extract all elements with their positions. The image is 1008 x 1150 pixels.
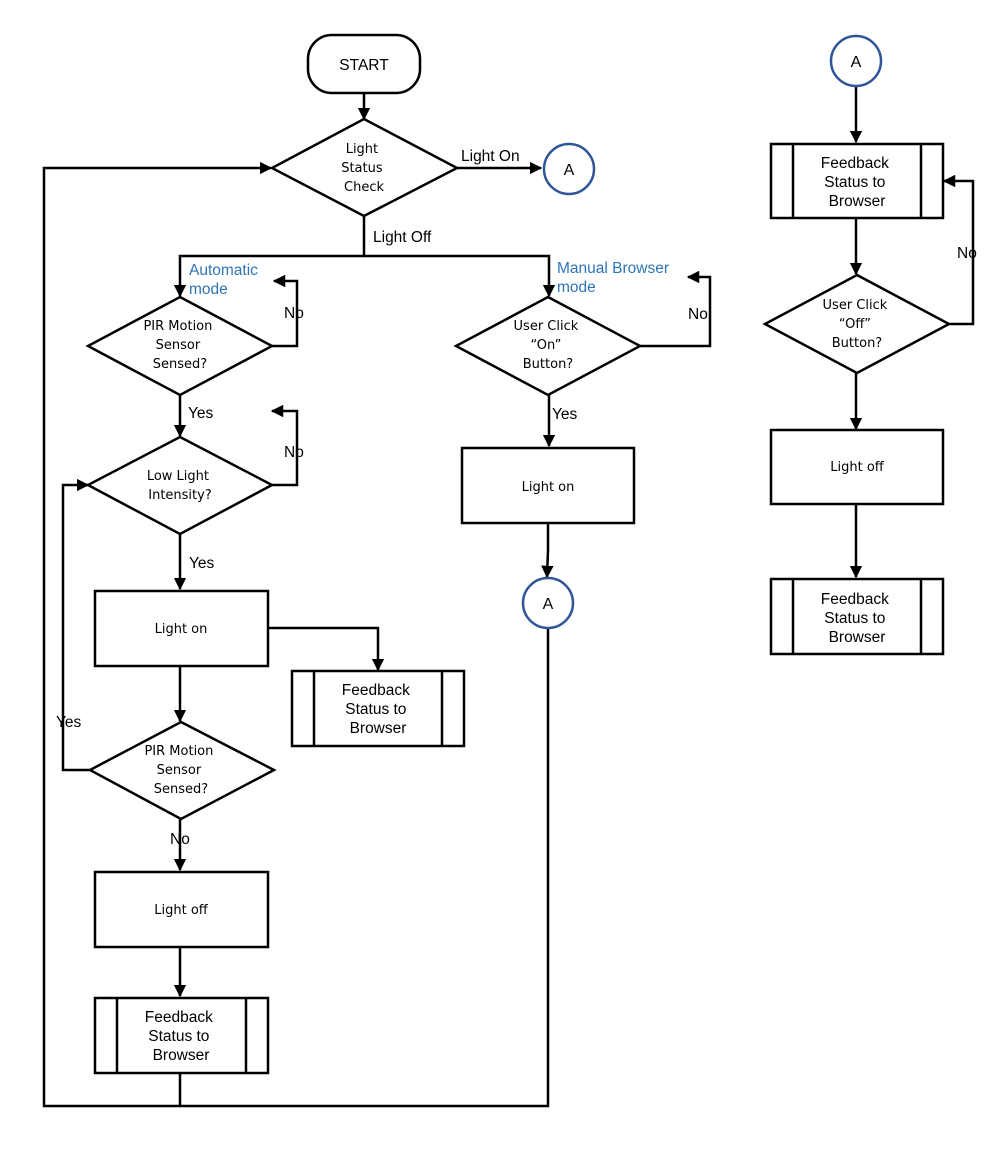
process-label: Light off bbox=[154, 903, 209, 918]
subprocess-line: Status to bbox=[824, 174, 885, 191]
decision-line: User Click bbox=[823, 298, 888, 313]
subprocess-line: Browser bbox=[153, 1047, 210, 1064]
subprocess-line: Browser bbox=[829, 629, 886, 646]
decision-line: User Click bbox=[514, 319, 579, 334]
edge-label-no: No bbox=[957, 245, 977, 262]
feedback-right-1-subprocess: Feedback Status to Browser bbox=[769, 142, 945, 220]
light-on-auto-process: Light on bbox=[93, 589, 270, 668]
edge-label-yes: Yes bbox=[56, 714, 82, 731]
edge-label-yes: Yes bbox=[189, 555, 215, 572]
svg-text:Feedback Status to: Feedback Status to Browser bbox=[145, 1009, 217, 1064]
edge-label-yes: Yes bbox=[188, 405, 214, 422]
connector-a-light-on: A bbox=[542, 142, 596, 196]
decision-line: “On” bbox=[531, 338, 562, 353]
subprocess-line: Feedback bbox=[821, 155, 889, 172]
svg-text:Feedback Status to: Feedback Status to Browser bbox=[821, 155, 893, 210]
subprocess-line: Browser bbox=[829, 193, 886, 210]
decision-line: “Off” bbox=[839, 317, 871, 332]
user-click-on-decision: User Click “On” Button? bbox=[453, 295, 643, 397]
svg-text:User Click “Off” B: User Click “Off” Button? bbox=[823, 298, 892, 351]
feedback-auto-on-subprocess: Feedback Status to Browser bbox=[290, 669, 466, 748]
subprocess-line: Browser bbox=[350, 720, 407, 737]
process-label: Light off bbox=[830, 460, 885, 475]
decision-line: Sensed? bbox=[153, 357, 207, 372]
decision-line: Sensor bbox=[156, 338, 201, 353]
decision-line: Button? bbox=[832, 336, 882, 351]
decision-line: Sensor bbox=[157, 763, 202, 778]
subprocess-line: Status to bbox=[345, 701, 406, 718]
light-off-auto-process: Light off bbox=[93, 870, 270, 949]
subprocess-line: Status to bbox=[148, 1028, 209, 1045]
subprocess-line: Feedback bbox=[145, 1009, 213, 1026]
light-off-right-process: Light off bbox=[769, 428, 945, 506]
edge-label-yes: Yes bbox=[552, 406, 578, 423]
pir-sensed-decision-2: PIR Motion Sensor Sensed? bbox=[87, 720, 277, 821]
svg-text:Feedback Status to: Feedback Status to Browser bbox=[821, 591, 893, 646]
label-automatic-mode: Automatic mode bbox=[189, 262, 262, 298]
process-label: Light on bbox=[522, 480, 575, 495]
connector-label: A bbox=[543, 596, 554, 613]
decision-line: Button? bbox=[523, 357, 573, 372]
decision-line: PIR Motion bbox=[143, 319, 212, 334]
svg-text:Light Status Check: Light Status Check bbox=[341, 142, 387, 195]
decision-line: Light bbox=[346, 142, 378, 157]
svg-text:User Click “On” Bu: User Click “On” Button? bbox=[514, 319, 583, 372]
start-terminal: START bbox=[306, 33, 422, 95]
edge-label-no: No bbox=[170, 831, 190, 848]
process-label: Light on bbox=[155, 622, 208, 637]
subprocess-line: Status to bbox=[824, 610, 885, 627]
connector-a-right: A bbox=[829, 34, 883, 88]
connector-label: A bbox=[564, 162, 575, 179]
decision-line: Status bbox=[341, 161, 383, 176]
edge-labels: Light On Light Off Automatic mode Manual… bbox=[56, 148, 977, 848]
connector-lines bbox=[42, 86, 975, 1108]
label-manual-browser-mode: Manual Browser mode bbox=[557, 260, 673, 296]
edge-label-light-off: Light Off bbox=[373, 229, 432, 246]
light-status-check-decision: Light Status Check bbox=[269, 117, 460, 218]
decision-line: Check bbox=[344, 180, 384, 195]
edge-label-light-on: Light On bbox=[461, 148, 520, 165]
svg-text:Low Light Intensity?: Low Light Intensity? bbox=[147, 469, 213, 503]
feedback-auto-off-subprocess: Feedback Status to Browser bbox=[93, 996, 270, 1075]
edge-label-no: No bbox=[284, 444, 304, 461]
svg-text:PIR Motion Sensor: PIR Motion Sensor Sensed? bbox=[143, 319, 216, 372]
svg-text:Feedback Status to: Feedback Status to Browser bbox=[342, 682, 414, 737]
decision-line: Sensed? bbox=[154, 782, 208, 797]
edge-label-no: No bbox=[284, 305, 304, 322]
connector-a-manual: A bbox=[521, 576, 575, 630]
user-click-off-decision: User Click “Off” Button? bbox=[762, 273, 952, 375]
decision-line: PIR Motion bbox=[144, 744, 213, 759]
light-on-manual-process: Light on bbox=[460, 446, 636, 525]
decision-line: Low Light bbox=[147, 469, 209, 484]
decision-line: Intensity? bbox=[148, 488, 211, 503]
svg-text:PIR Motion Sensor: PIR Motion Sensor Sensed? bbox=[144, 744, 217, 797]
subprocess-line: Feedback bbox=[342, 682, 410, 699]
start-label: START bbox=[339, 57, 389, 74]
feedback-right-2-subprocess: Feedback Status to Browser bbox=[769, 577, 945, 656]
low-light-decision: Low Light Intensity? bbox=[85, 435, 275, 536]
connector-label: A bbox=[851, 54, 862, 71]
edge-label-no: No bbox=[688, 306, 708, 323]
subprocess-line: Feedback bbox=[821, 591, 889, 608]
pir-sensed-decision-1: PIR Motion Sensor Sensed? bbox=[85, 295, 275, 397]
